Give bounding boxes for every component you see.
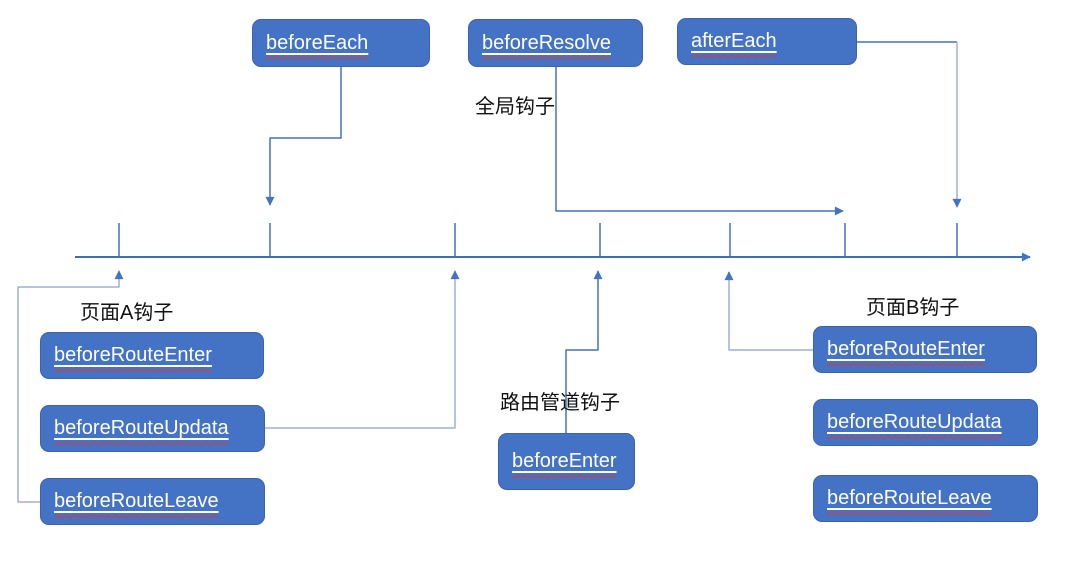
hook-link-beforeEnter: beforeEnter xyxy=(512,450,617,472)
connector-pageA-beforeRouteLeave-to-timeline xyxy=(17,270,124,503)
connector-beforeEnter-to-timeline xyxy=(565,270,603,433)
hook-link-pageA-beforeRouteEnter: beforeRouteEnter xyxy=(54,344,212,366)
label-page-b-hooks: 页面B钩子 xyxy=(866,297,960,319)
hook-box-pageA-beforeRouteEnter[interactable]: beforeRouteEnter xyxy=(40,332,264,379)
timeline-ticks xyxy=(118,223,958,257)
hook-link-pageA-beforeRouteLeave: beforeRouteLeave xyxy=(54,490,219,512)
hook-box-beforeEach[interactable]: beforeEach xyxy=(252,19,430,67)
hook-box-pageB-beforeRouteLeave[interactable]: beforeRouteLeave xyxy=(813,475,1038,522)
hook-link-pageB-beforeRouteUpdata: beforeRouteUpdata xyxy=(827,411,1002,433)
hook-box-pageB-beforeRouteEnter[interactable]: beforeRouteEnter xyxy=(813,326,1037,373)
connector-beforeResolve-to-timeline xyxy=(555,67,844,216)
connector-beforeEach-to-timeline xyxy=(265,67,342,206)
hook-link-pageA-beforeRouteUpdata: beforeRouteUpdata xyxy=(54,417,229,439)
hook-link-pageB-beforeRouteLeave: beforeRouteLeave xyxy=(827,487,992,509)
hook-link-pageB-beforeRouteEnter: beforeRouteEnter xyxy=(827,338,985,360)
hook-box-afterEach[interactable]: afterEach xyxy=(677,18,857,65)
label-page-a-hooks: 页面A钩子 xyxy=(80,302,174,324)
label-global-hooks: 全局钩子 xyxy=(475,96,555,118)
connector-pageB-beforeRouteEnter-to-timeline xyxy=(724,271,813,351)
hook-box-pageA-beforeRouteUpdata[interactable]: beforeRouteUpdata xyxy=(40,405,265,452)
connector-pageA-beforeRouteUpdata-to-timeline xyxy=(265,270,460,429)
hook-link-afterEach: afterEach xyxy=(691,30,777,52)
hook-box-beforeEnter[interactable]: beforeEnter xyxy=(498,433,635,490)
label-pipeline-hooks: 路由管道钩子 xyxy=(500,392,620,414)
hook-link-beforeEach: beforeEach xyxy=(266,31,369,54)
hook-link-beforeResolve: beforeResolve xyxy=(482,31,611,54)
hook-box-beforeResolve[interactable]: beforeResolve xyxy=(468,19,643,67)
hook-box-pageB-beforeRouteUpdata[interactable]: beforeRouteUpdata xyxy=(813,399,1038,446)
hook-box-pageA-beforeRouteLeave[interactable]: beforeRouteLeave xyxy=(40,478,265,525)
